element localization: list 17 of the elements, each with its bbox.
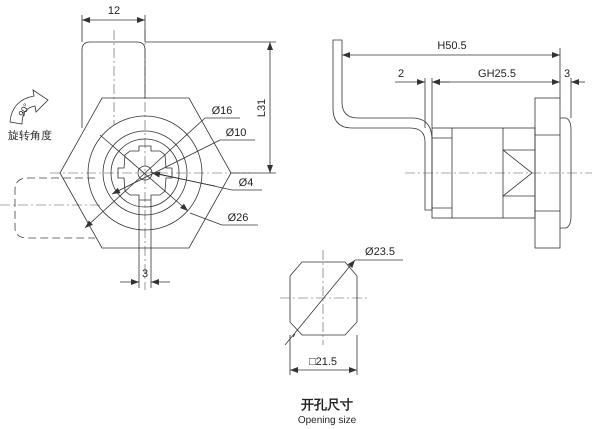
dimension-label: H50.5	[437, 40, 467, 52]
dimension-label: Ø16	[212, 105, 232, 117]
rotation-angle-label: 旋转角度	[8, 130, 52, 142]
dimension-label: □21.5	[308, 356, 338, 368]
dimension-label: 2	[398, 68, 404, 80]
dimension-label: 3	[142, 268, 148, 280]
dimension-label: Ø10	[226, 127, 246, 139]
caption-subtitle: Opening size	[298, 415, 356, 427]
dimension-label: Ø4	[238, 177, 254, 189]
angle-label: 90°	[15, 101, 33, 119]
dimension-label: 3	[564, 68, 570, 80]
dimension-label: L31	[256, 98, 268, 118]
dimension-label: Ø26	[228, 212, 248, 224]
caption: 开孔尺寸	[301, 399, 353, 411]
dimension-label: 12	[108, 5, 120, 17]
dimension-label: Ø23.5	[365, 246, 395, 258]
dimension-label: GH25.5	[478, 68, 516, 80]
